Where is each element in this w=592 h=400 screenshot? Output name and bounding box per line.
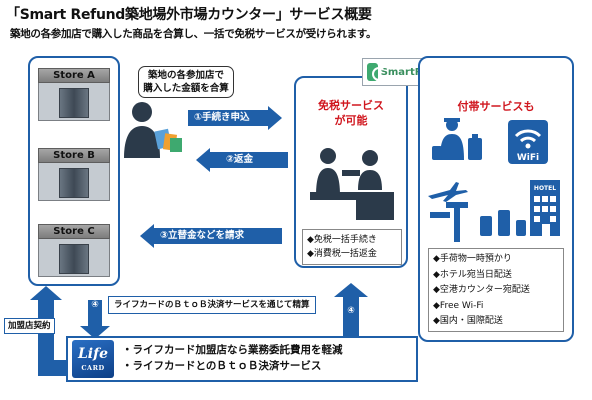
- arrow-left-icon: [140, 224, 154, 248]
- lifecard-logo-word: Life: [77, 346, 109, 362]
- page-title: 「Smart Refund築地場外市場カウンター」サービス概要: [6, 7, 372, 23]
- extras-service-item: ◆Free Wi-Fi: [433, 300, 484, 311]
- settlement-arrow-shaft: [88, 300, 102, 328]
- arrow-right-icon: [268, 106, 282, 130]
- contract-label: 加盟店契約: [4, 318, 55, 334]
- counter-settlement-step-number: ④: [347, 306, 355, 316]
- store-b: Store B: [38, 148, 110, 201]
- arrow-up-icon: [334, 283, 368, 297]
- porter-luggage-icon: [432, 118, 482, 160]
- flow-arrow-refund: ②返金: [196, 148, 288, 172]
- customer-note: 築地の各参加店で 購入した金額を合算: [138, 66, 234, 98]
- extras-service-item: ◆空港カウンター宛配送: [433, 285, 530, 295]
- store-door: [59, 244, 89, 274]
- lifecard-benefit-item: ・ライフカードとのＢｔｏＢ決済サービス: [122, 360, 322, 372]
- contract-arrow-shaft: [38, 298, 54, 376]
- counter-service-item: ◆消費税一括返金: [307, 249, 377, 259]
- settlement-label: ライフカードのＢｔｏＢ決済サービスを通じて精算: [108, 296, 316, 314]
- arrow-up-icon: [30, 286, 62, 300]
- store-facade: [38, 163, 110, 201]
- store-column: Store A Store B Store C: [28, 56, 120, 286]
- flow-label-refund: ②返金: [210, 152, 288, 168]
- wifi-icon: WiFi: [508, 120, 548, 164]
- flow-label-application: ①手続き申込: [188, 110, 268, 126]
- store-c: Store C: [38, 224, 110, 277]
- flow-arrow-application: ①手続き申込: [188, 106, 282, 130]
- extras-service-item: ◆国内・国際配送: [433, 316, 503, 326]
- store-facade: [38, 239, 110, 277]
- store-door: [59, 168, 89, 198]
- extras-service-item: ◆手荷物一時預かり: [433, 254, 512, 264]
- store-a: Store A: [38, 68, 110, 121]
- lifecard-box: [66, 336, 418, 382]
- flow-arrow-claim: ③立替金などを請求: [140, 224, 282, 248]
- counter-service-list: ◆免税一括手続き ◆消費税一括返金: [302, 229, 402, 265]
- settlement-step-number: ④: [91, 300, 99, 310]
- extras-heading: 付帯サービスも: [457, 100, 535, 113]
- extras-service-item: ◆ホテル宛当日配送: [433, 269, 512, 280]
- arrow-left-icon: [196, 148, 210, 172]
- customer-note-line2: 購入した金額を合算: [143, 83, 229, 94]
- store-sign: Store C: [38, 224, 110, 239]
- store-sign: Store A: [38, 68, 110, 83]
- hotel-icon-label: HOTEL: [534, 185, 556, 192]
- page-subtitle: 築地の各参加店で購入した商品を合算し、一括で免税サービスが受けられます。: [10, 28, 377, 40]
- smartrefund-logo-icon: [367, 63, 386, 81]
- counter-settlement-arrow-shaft: [343, 296, 359, 336]
- extras-service-list: ◆手荷物一時預かり ◆ホテル宛当日配送 ◆空港カウンター宛配送 ◆Free Wi…: [428, 248, 564, 332]
- customer-note-line1: 築地の各参加店で: [147, 70, 224, 81]
- flow-label-claim: ③立替金などを請求: [154, 228, 282, 244]
- wifi-icon-label: WiFi: [517, 153, 539, 163]
- store-sign: Store B: [38, 148, 110, 163]
- customer-shopper-icon: [124, 102, 182, 158]
- lifecard-logo-sub: CARD: [81, 364, 105, 372]
- arrow-down-icon: [80, 326, 110, 339]
- counter-heading-line2: が可能: [334, 114, 368, 127]
- counter-service-item: ◆免税一括手続き: [307, 235, 377, 245]
- counter-heading-line1: 免税サービス: [318, 99, 384, 112]
- airport-hotel-icon: HOTEL: [428, 180, 560, 242]
- store-facade: [38, 83, 110, 121]
- store-door: [59, 88, 89, 118]
- lifecard-benefit-item: ・ライフカード加盟店なら業務委託費用を軽減: [122, 344, 343, 356]
- lifecard-logo: Life CARD: [72, 340, 114, 378]
- lifecard-benefits: ・ライフカード加盟店なら業務委託費用を軽減 ・ライフカードとのＢｔｏＢ決済サービ…: [122, 342, 343, 374]
- counter-heading: 免税サービス が可能: [294, 98, 408, 128]
- counter-service-icon: [310, 148, 394, 220]
